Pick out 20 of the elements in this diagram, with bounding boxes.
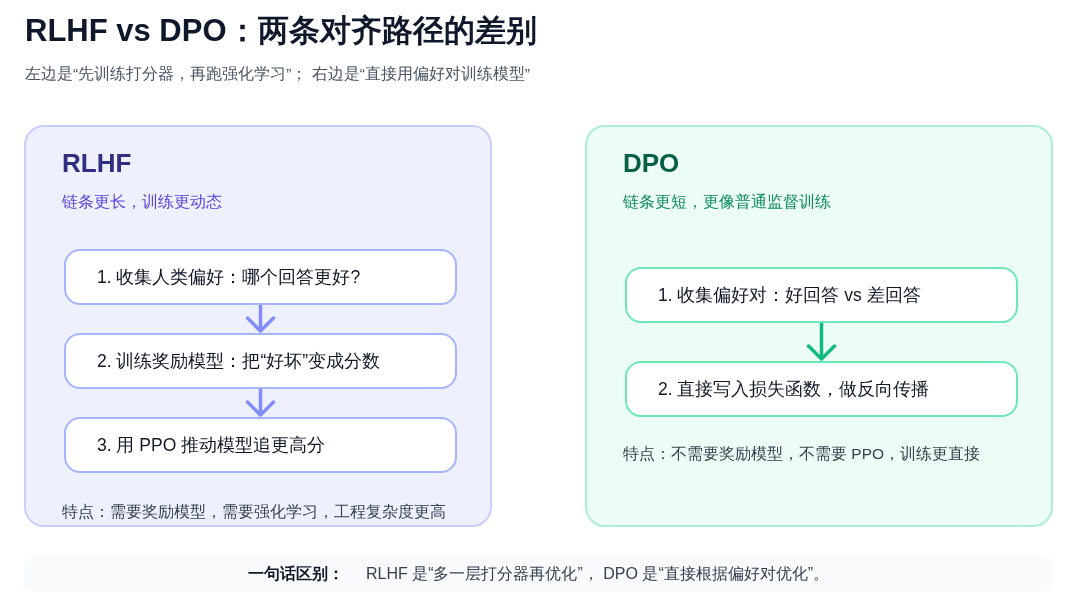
step-box: 1. 收集偏好对：好回答 vs 差回答 [625,267,1018,323]
arrow [806,323,837,361]
arrow [245,305,276,333]
panel-subtitle: 链条更短，更像普通监督训练 [623,192,831,212]
panel [24,125,492,527]
step-box: 2. 直接写入损失函数，做反向传播 [625,361,1018,417]
summary-text: RLHF 是“多一层打分器再优化”， DPO 是“直接根据偏好对优化”。 [365,563,830,584]
step-box: 3. 用 PPO 推动模型追更高分 [64,417,457,473]
note-text: 特点：需要奖励模型，需要强化学习，工程复杂度更高 [62,502,446,522]
summary-label: 一句话区别： [247,563,344,584]
panel-heading: RLHF [62,147,132,179]
subtitle: 左边是“先训练打分器，再跑强化学习”； 右边是“直接用偏好对训练模型” [25,64,530,84]
panel-subtitle: 链条更长，训练更动态 [62,192,222,212]
step-box: 2. 训练奖励模型：把“好坏”变成分数 [64,333,457,389]
panel [585,125,1053,527]
note-text: 特点：不需要奖励模型，不需要 PPO，训练更直接 [623,444,981,464]
arrow [245,389,276,417]
title: RLHF vs DPO：两条对齐路径的差别 [25,12,537,50]
panel-heading: DPO [623,147,680,179]
step-box: 1. 收集人类偏好：哪个回答更好? [64,249,457,305]
